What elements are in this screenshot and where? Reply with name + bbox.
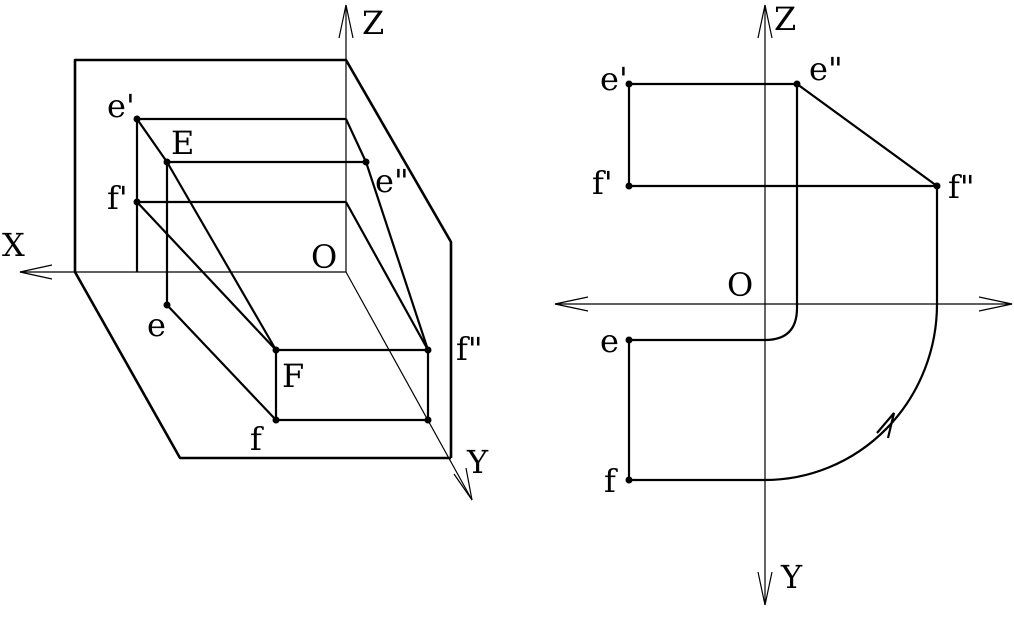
line-E-F — [166, 161, 277, 351]
r-label-fdoubleprime: f" — [948, 168, 975, 206]
right-origin-label: O — [727, 266, 753, 304]
r-label-fprime: f' — [592, 164, 613, 202]
left-points — [133, 115, 432, 424]
r-label-eprime: e' — [600, 60, 628, 98]
right-axes — [554, 4, 1013, 606]
r-line-fdoubleprime-arc-f — [629, 186, 939, 482]
right-left-arrowhead — [554, 296, 589, 312]
left-y-arrowhead — [453, 467, 473, 501]
point-e — [163, 301, 171, 309]
point-fdoubleprime — [424, 346, 432, 354]
point-edoubleprime — [362, 158, 370, 166]
right-z-label: Z — [774, 0, 796, 38]
right-y-arrowhead — [757, 571, 773, 606]
label-f: f — [250, 420, 264, 458]
label-edoubleprime: e" — [375, 162, 409, 200]
left-y-label: Y — [466, 443, 489, 481]
r-point-fprime — [625, 182, 633, 190]
point-F — [272, 346, 280, 354]
left-z-label: Z — [362, 4, 384, 42]
r-point-f — [625, 476, 633, 484]
right-z-arrowhead — [757, 4, 773, 39]
left-z-arrowhead — [338, 4, 354, 39]
left-planes — [73, 58, 453, 460]
line-e-f — [166, 304, 277, 421]
label-e: e — [147, 306, 166, 344]
point-bottom-right — [424, 416, 432, 424]
label-eprime: e' — [107, 87, 135, 125]
r-label-f: f — [604, 462, 618, 500]
label-E: E — [171, 124, 194, 162]
arc-direction-arrow — [876, 412, 896, 439]
r-label-edoubleprime: e" — [809, 50, 843, 88]
left-origin-label: O — [311, 238, 337, 276]
left-figure: Z X Y O e' E f' e" e F f f" — [2, 4, 489, 501]
left-labels: Z X Y O e' E f' e" e F f f" — [2, 4, 489, 481]
right-right-arrowhead — [978, 296, 1013, 312]
r-point-edoubleprime — [793, 80, 801, 88]
point-E — [163, 158, 171, 166]
r-line-edoubleprime-fdoubleprime — [796, 83, 938, 187]
left-box-lines — [135, 117, 430, 422]
left-x-label: X — [2, 226, 25, 264]
left-x-arrowhead — [19, 264, 53, 280]
r-point-eprime — [625, 80, 633, 88]
r-line-edoubleprime-arc-e — [629, 84, 799, 342]
label-fdoubleprime: f" — [456, 330, 483, 368]
frontal-plane-outline — [73, 58, 453, 458]
line-fprime-F — [136, 201, 277, 351]
right-points — [625, 80, 941, 484]
right-labels: Z Y O e' e" f' f" e f — [592, 0, 975, 596]
r-point-e — [625, 336, 633, 344]
line-mid-z-to-fdoubleprime — [345, 201, 429, 351]
left-axes — [19, 4, 473, 501]
right-figure: Z Y O e' e" f' f" e f — [554, 0, 1013, 606]
line-edoubleprime-fdoubleprime — [364, 161, 430, 351]
r-label-e: e — [600, 322, 619, 360]
line-top-z-to-edoubleprime — [345, 118, 367, 163]
right-y-label: Y — [780, 558, 803, 596]
r-point-fdoubleprime — [933, 182, 941, 190]
label-F: F — [282, 357, 304, 395]
point-f — [272, 416, 280, 424]
horizontal-plane-outline — [73, 271, 451, 460]
point-eprime — [133, 115, 141, 123]
point-fprime — [133, 198, 141, 206]
left-y-axis — [345, 271, 473, 501]
line-eprime-E — [136, 118, 168, 163]
label-fprime: f' — [107, 179, 128, 217]
right-lines — [627, 82, 939, 482]
